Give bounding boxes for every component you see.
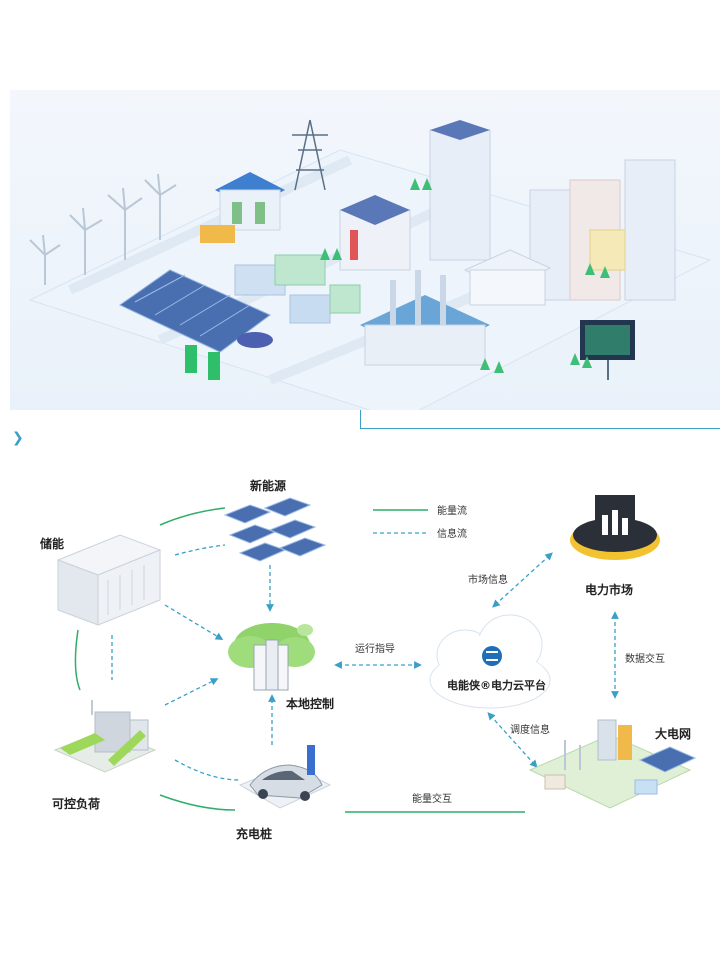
node-new-energy: 新能源 [223, 478, 327, 562]
factory [360, 270, 490, 366]
node-charging-pile: 充电桩 [236, 745, 332, 841]
section-divider [360, 410, 720, 429]
node-controllable-load-label: 可控负荷 [52, 796, 100, 811]
storage-containers [234, 254, 361, 324]
info-line-load-charging [174, 759, 241, 781]
factory-load-icon [53, 700, 157, 773]
office-building [339, 195, 411, 271]
warehouse [463, 249, 552, 306]
node-big-grid-label: 大电网 [655, 726, 691, 741]
smart-energy-illustration [10, 90, 720, 410]
city-scene [28, 119, 712, 410]
edge-dispatch-info-label: 调度信息 [510, 723, 550, 736]
electric-car-icon [238, 745, 332, 809]
node-big-grid: 大电网 [528, 719, 697, 809]
market-building-icon [570, 495, 660, 560]
battery-storage-icon [56, 534, 162, 626]
edge-market-info-label: 市场信息 [468, 573, 508, 586]
node-cloud-platform-label: 电能侠®电力云平台 [447, 678, 546, 692]
grid-city-icon [528, 719, 697, 809]
cloud-cabinet-icon [228, 623, 315, 691]
node-storage-label: 储能 [40, 536, 64, 551]
energy-line-load-charging [159, 794, 236, 811]
chevron-icon: ❯ [12, 430, 24, 446]
trees [320, 178, 610, 373]
node-controllable-load: 可控负荷 [52, 700, 157, 811]
node-local-control: 本地控制 [228, 623, 334, 711]
info-line-storage-local [164, 604, 224, 641]
display-board [580, 320, 635, 380]
info-line-load-local [164, 678, 219, 706]
node-storage: 储能 [40, 534, 162, 626]
info-flow-lines [111, 544, 619, 781]
solar-carport [119, 269, 273, 380]
legend: 能量流 信息流 [373, 504, 467, 540]
edge-data-exchange-label: 数据交互 [625, 652, 665, 665]
node-power-market: 电力市场 [570, 495, 660, 597]
info-line-cloud-market [492, 552, 553, 608]
cloud-platform-icon [429, 614, 551, 709]
energy-line-new-energy [159, 507, 226, 526]
info-line-new-energy [174, 544, 226, 556]
system-diagram: 能量流 信息流 新能源 储能 [0, 440, 720, 860]
cloud-logo-icon [482, 646, 502, 666]
info-line-cloud-grid [487, 712, 538, 768]
residential-towers [429, 120, 676, 301]
node-local-control-label: 本地控制 [286, 696, 334, 711]
node-charging-pile-label: 充电桩 [236, 826, 272, 841]
edge-run-command-label: 运行指导 [355, 642, 395, 655]
energy-line-storage-load [74, 629, 81, 691]
transmission-tower [292, 119, 328, 191]
wind-turbines [29, 173, 177, 285]
legend-energy-label: 能量流 [437, 504, 467, 517]
truck [200, 225, 235, 243]
node-new-energy-label: 新能源 [250, 478, 286, 493]
substation [215, 172, 285, 231]
edge-energy-exchange-label: 能量交互 [412, 792, 452, 805]
energy-flow-lines [74, 507, 525, 813]
node-power-market-label: 电力市场 [585, 582, 633, 597]
solar-panel-icon [223, 497, 327, 562]
diagram-canvas: 能量流 信息流 新能源 储能 [40, 478, 697, 841]
node-cloud-platform: 电能侠®电力云平台 [429, 614, 551, 709]
legend-info-label: 信息流 [437, 527, 467, 540]
